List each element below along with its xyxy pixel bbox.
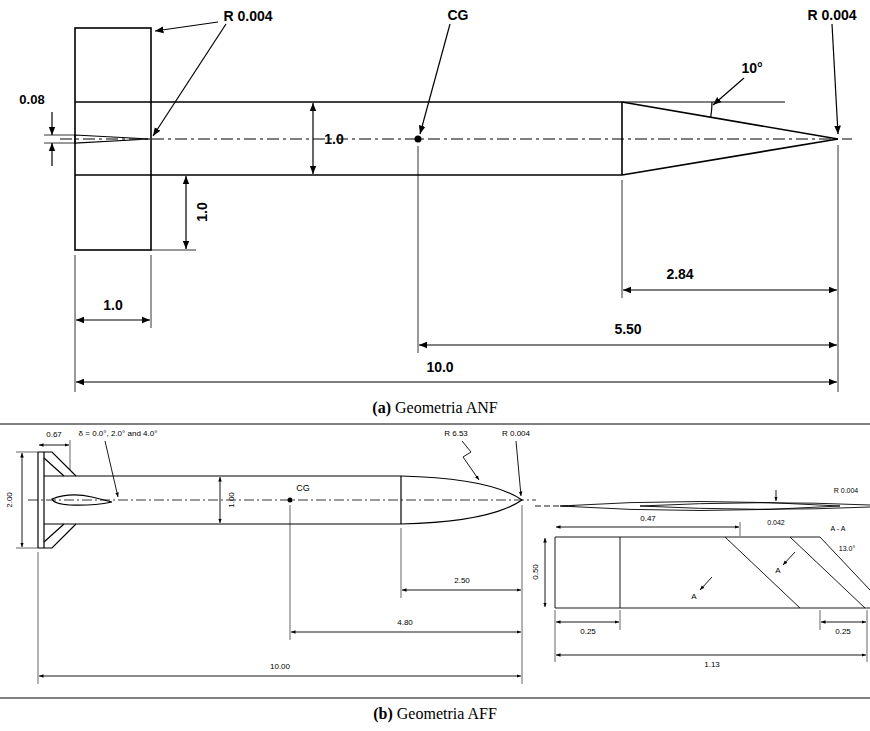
- dimension-label: 2.84: [666, 267, 693, 281]
- dimension-label: 0.25: [580, 628, 596, 636]
- dimension-label: 1.13: [704, 661, 720, 669]
- dimension-label: 0.47: [640, 515, 656, 523]
- cg-label: CG: [448, 8, 469, 22]
- dimension-label: 10.00: [270, 663, 290, 671]
- figure-caption: (b) Geometria AFF: [373, 706, 497, 722]
- dimension-label: 1.00: [228, 492, 236, 508]
- aff-dimensions: [16, 440, 522, 684]
- radius-label: R 0.004: [223, 9, 272, 23]
- dimension-label: 1.0: [324, 132, 343, 146]
- dimension-label: 2.50: [454, 577, 470, 585]
- panel-rule: [0, 698, 870, 699]
- panel-rule: [0, 424, 870, 425]
- radius-label: R 0.004: [502, 430, 530, 438]
- figure-caption: (a) Geometria ANF: [372, 400, 497, 416]
- angle-label: 13.0°: [839, 545, 855, 552]
- dimension-label: 0.67: [46, 431, 62, 439]
- dimension-label: 4.80: [397, 619, 413, 627]
- dimension-label: 1.0: [103, 298, 122, 312]
- fin-detail: [535, 490, 870, 662]
- radius-label: R 0.004: [807, 8, 856, 22]
- dimension-label: 0.042: [767, 519, 785, 526]
- dimension-label: 5.50: [614, 322, 641, 336]
- dimension-label: 0.08: [19, 93, 44, 106]
- dimension-label: 0.25: [835, 628, 851, 636]
- deflection-label: δ = 0.0°, 2.0° and 4.0°: [79, 430, 158, 438]
- section-label: A: [775, 567, 780, 575]
- dimension-label: 2.00: [6, 492, 14, 508]
- dimension-label: 1.0: [195, 202, 209, 221]
- dimension-label: 0.50: [532, 564, 540, 580]
- dimension-label: 10.0: [426, 360, 453, 374]
- anf-dimensions: [44, 22, 838, 392]
- cg-dot: [415, 136, 422, 143]
- aff-geometry: [28, 452, 536, 548]
- cg-label: CG: [296, 484, 310, 493]
- anf-geometry: [60, 28, 852, 250]
- radius-label: R 6.53: [444, 430, 468, 438]
- section-label: A - A: [831, 525, 846, 532]
- radius-label: R 0.004: [834, 487, 859, 494]
- section-label: A: [691, 593, 696, 601]
- angle-label: 10°: [741, 61, 762, 75]
- cg-dot: [288, 498, 293, 503]
